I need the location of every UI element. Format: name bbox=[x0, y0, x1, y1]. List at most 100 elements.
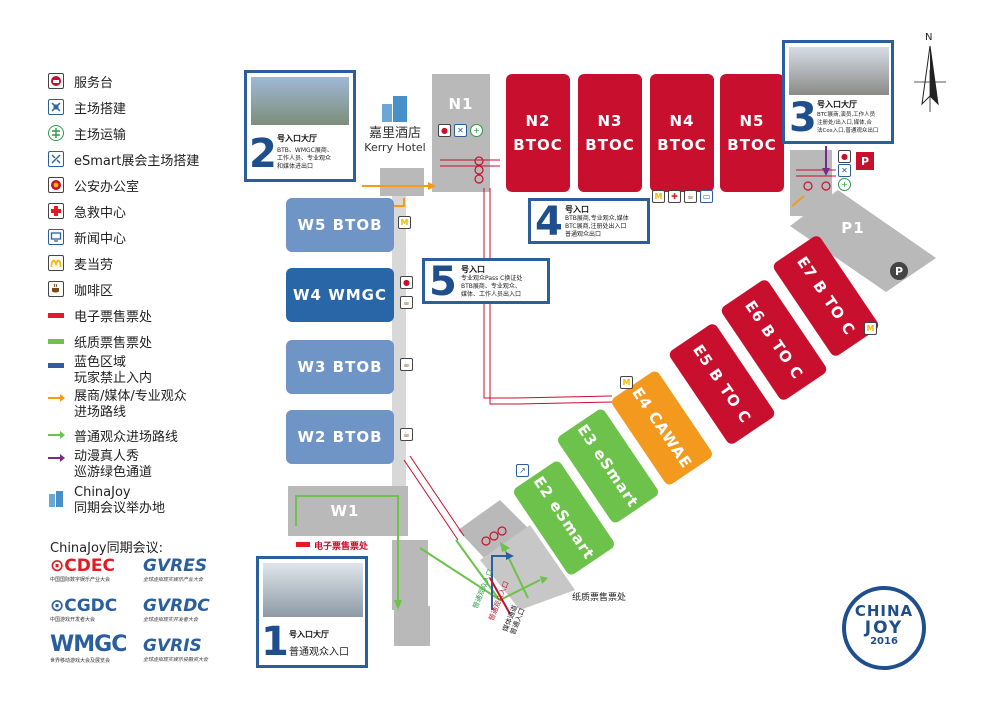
chinajoy-logo: CHINA JOY 2016 bbox=[842, 586, 926, 670]
eticket-bar-icon bbox=[48, 312, 64, 318]
legend-item: ChinaJoy 同期会议举办地 bbox=[48, 482, 258, 520]
hall-w2: W2 BTOB bbox=[286, 410, 394, 464]
red-route-e bbox=[796, 169, 836, 177]
entrance-1-photo bbox=[263, 563, 363, 617]
esmart-construction-icon: ↗ bbox=[516, 464, 529, 477]
eticket-label: 电子票售票处 bbox=[314, 542, 369, 552]
green-route-w1 bbox=[295, 495, 399, 604]
legend-item: 咖啡区 bbox=[48, 276, 258, 302]
compass-icon bbox=[914, 45, 946, 112]
legend-item: 电子票售票处 bbox=[48, 302, 258, 328]
legend-item: 蓝色区域 玩家禁止入内 bbox=[48, 354, 258, 388]
green-route-plaza bbox=[419, 547, 541, 602]
entrance-4-box: 4 号入口 BTB展商,专业观众,媒体 BTC展商,注册处出入口 普通观众出口 bbox=[528, 198, 650, 245]
legend-item: 新闻中心 bbox=[48, 224, 258, 250]
hall-w1: W1 bbox=[330, 502, 360, 520]
paper-ticket-bar-icon bbox=[48, 338, 64, 344]
mcdonalds-icon: M bbox=[398, 216, 411, 229]
coffee-icon: ☕ bbox=[400, 358, 413, 371]
entrance-5-box: 5 号入口 专业观众Pass C换证处 BTB展商、专业观众、 媒体、工作人员出… bbox=[422, 258, 550, 305]
paper-ticket-label: 纸质票售票处 bbox=[572, 593, 627, 603]
service-desk-icon: ● bbox=[838, 150, 851, 163]
construction-icon bbox=[48, 99, 64, 115]
first-aid-icon: ✚ bbox=[668, 190, 681, 203]
legend-item: 动漫真人秀 巡游绿色通道 bbox=[48, 448, 258, 482]
hall-w5: W5 BTOB bbox=[286, 198, 394, 252]
service-desk-icon: ● bbox=[438, 124, 451, 137]
mcdonalds-icon: M bbox=[652, 190, 665, 203]
coffee-icon bbox=[48, 281, 64, 297]
legend-item: 主场运输 bbox=[48, 120, 258, 146]
corridor-south-end bbox=[394, 606, 430, 646]
entrance-1-box: 1 号入口大厅 普通观众入口 bbox=[256, 556, 368, 668]
red-route-n1 bbox=[440, 159, 500, 167]
police-icon bbox=[48, 177, 64, 193]
parking-icon: P bbox=[890, 262, 908, 280]
parking-sign-icon: P bbox=[856, 152, 874, 170]
compass-label: N bbox=[925, 32, 933, 43]
corridor-north-west bbox=[380, 168, 424, 196]
entrance-2-photo bbox=[251, 77, 349, 125]
coffee-icon: ☕ bbox=[684, 190, 697, 203]
legend-item: 公安办公室 bbox=[48, 172, 258, 198]
legend-item: 服务台 bbox=[48, 68, 258, 94]
press-center-icon bbox=[48, 229, 64, 245]
corridor-south-east bbox=[458, 500, 528, 560]
entrance-3-photo bbox=[789, 47, 889, 95]
construction-icon: ✕ bbox=[454, 124, 467, 137]
coffee-icon: ☕ bbox=[400, 428, 413, 441]
coffee-icon: ☕ bbox=[400, 296, 413, 309]
orange-route-e3 bbox=[791, 195, 805, 207]
service-desk-icon bbox=[48, 73, 64, 89]
legend-item: 主场搭建 bbox=[48, 94, 258, 120]
esmart-construction-icon bbox=[48, 151, 64, 167]
mcdonalds-icon: M bbox=[620, 376, 633, 389]
legend-item: 急救中心 bbox=[48, 198, 258, 224]
orange-arrow-icon bbox=[48, 394, 65, 402]
blue-lane bbox=[491, 555, 508, 610]
corridor-west bbox=[392, 196, 406, 510]
construction-icon: ✕ bbox=[838, 164, 851, 177]
transport-icon: + bbox=[838, 178, 851, 191]
hall-w1-block bbox=[288, 486, 408, 536]
eticket-booth-mark bbox=[296, 542, 310, 547]
legend-item: 麦当劳 bbox=[48, 250, 258, 276]
legend: 服务台 主场搭建 主场运输 eSmart展会主场搭建 公安办公室 急救中心 新闻… bbox=[48, 68, 258, 520]
red-route-sw bbox=[403, 455, 465, 541]
entrance-2-box: 2 号入口大厅 BTB、WMGC展商、 工作人员、专业观众 和媒体进出口 bbox=[244, 70, 356, 182]
hall-p1: P1 bbox=[841, 219, 865, 237]
transport-icon bbox=[48, 125, 64, 141]
police-icon: ● bbox=[400, 276, 413, 289]
first-aid-icon bbox=[48, 203, 64, 219]
mcdonalds-icon bbox=[48, 255, 64, 271]
mcdonalds-icon: M bbox=[864, 322, 877, 335]
legend-item: 纸质票售票处 bbox=[48, 328, 258, 354]
venue-building-icon bbox=[48, 491, 64, 507]
entrance-3-box: 3 号入口大厅 BTC展商,演员,工作人员 注册处/出入口,媒体,合 法Cos入… bbox=[782, 40, 894, 144]
hall-n1: N1 bbox=[448, 95, 474, 113]
green-arrow-icon bbox=[48, 431, 65, 439]
gate-markers bbox=[474, 156, 831, 546]
kerry-hotel: 嘉里酒店 Kerry Hotel bbox=[360, 96, 430, 154]
legend-item: 展商/媒体/专业观众 进场路线 bbox=[48, 388, 258, 422]
hall-w4: W4 WMGC bbox=[286, 268, 394, 322]
hotel-building-icon bbox=[382, 96, 407, 122]
hall-w3: W3 BTOB bbox=[286, 340, 394, 394]
legend-item: eSmart展会主场搭建 bbox=[48, 146, 258, 172]
restricted-area-bar-icon bbox=[48, 362, 64, 368]
legend-item: 普通观众进场路线 bbox=[48, 422, 258, 448]
events-title: ChinaJoy同期会议: bbox=[50, 541, 163, 556]
transport-icon: + bbox=[470, 124, 483, 137]
red-lane bbox=[489, 577, 511, 615]
